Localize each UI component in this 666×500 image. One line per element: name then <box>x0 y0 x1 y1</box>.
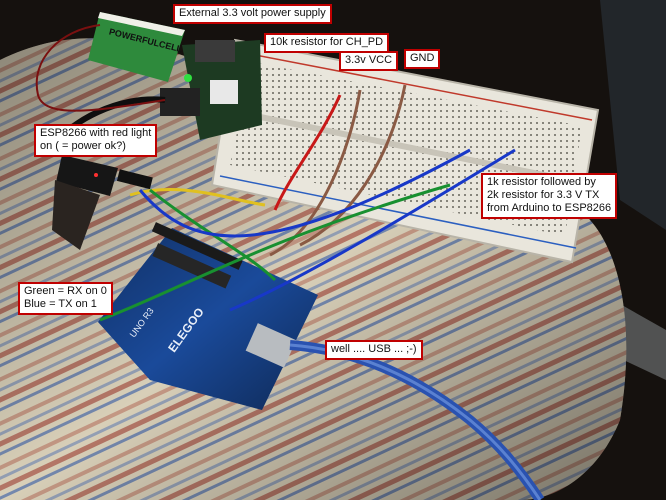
annotation-rx-tx: Green = RX on 0 Blue = TX on 1 <box>18 282 113 315</box>
annotation-divider: 1k resistor followed by 2k resistor for … <box>481 173 618 219</box>
jumper-wires <box>99 84 516 322</box>
annotation-external-supply: External 3.3 volt power supply <box>173 4 332 24</box>
power-supply-module <box>160 40 262 140</box>
annotation-ch-pd-resistor: 10k resistor for CH_PD <box>264 33 390 53</box>
battery-9v: POWERFULCELL <box>88 12 185 82</box>
annotation-usb: well .... USB ... ;-) <box>325 340 423 360</box>
annotation-gnd: GND <box>404 49 441 69</box>
arduino-board: UNO R3 ELEGOO <box>98 222 318 410</box>
annotation-esp-light: ESP8266 with red light on ( = power ok?) <box>34 124 158 157</box>
annotation-vcc: 3.3v VCC <box>339 51 399 71</box>
